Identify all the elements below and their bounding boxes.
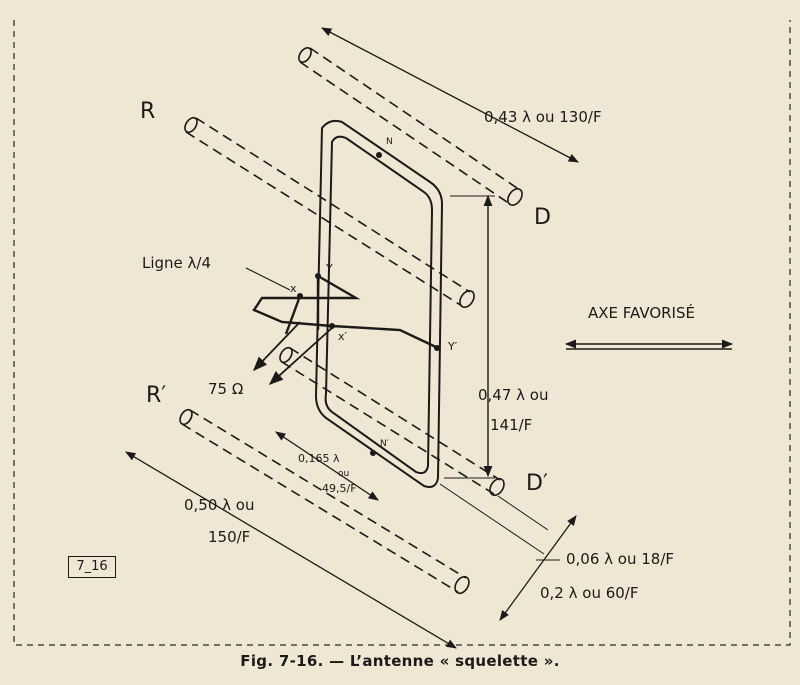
label-r: R	[140, 99, 155, 124]
dim-reflector-length-2: 150/F	[208, 528, 250, 546]
dim-loop-height-2: 141/F	[490, 416, 532, 434]
figure-ref-box: 7_16	[68, 556, 116, 578]
label-y-prime: Y′	[447, 340, 458, 353]
loop-width-arrow	[275, 431, 379, 501]
feed-output	[253, 321, 333, 385]
label-x: x	[290, 282, 297, 295]
dim-loop-width-1: 0,165 λ	[298, 452, 340, 465]
spacing-arrow	[499, 515, 577, 621]
spacing-ext-2	[497, 495, 549, 531]
dim-reflector-length-1: 0,50 λ ou	[184, 496, 255, 514]
label-impedance: 75 Ω	[208, 380, 243, 398]
feed-line	[252, 274, 439, 350]
label-d: D	[534, 205, 551, 230]
junction-points	[297, 152, 440, 456]
reflector-top-pipe	[184, 116, 475, 309]
label-x-prime: x′	[338, 330, 348, 343]
dim-director-spacing: 0,06 λ ou 18/F	[566, 550, 674, 568]
line-label-leader	[245, 267, 291, 291]
skeleton-loop	[314, 119, 444, 488]
label-y: Y	[325, 262, 333, 275]
dim-loop-height-1: 0,47 λ ou	[478, 386, 549, 404]
director-length-arrow	[321, 27, 579, 163]
label-n-prime: N′	[380, 439, 389, 449]
label-n: N	[386, 137, 393, 147]
director-top-pipe	[298, 47, 523, 206]
dim-director-length: 0,43 λ ou 130/F	[484, 108, 602, 126]
director-bottom-pipe	[279, 346, 505, 497]
dim-loop-width-2: ou	[338, 469, 349, 479]
dim-loop-width-3: 49,5/F	[322, 482, 357, 495]
label-axis: AXE FAVORISÉ	[588, 303, 695, 322]
figure-caption: Fig. 7-16. — L’antenne « squelette ».	[240, 652, 560, 670]
dim-reflector-spacing: 0,2 λ ou 60/F	[540, 584, 639, 602]
label-r-prime: R′	[146, 383, 166, 408]
reflector-length-arrow	[125, 451, 457, 649]
label-d-prime: D′	[526, 471, 548, 496]
label-line: Ligne λ/4	[142, 254, 211, 272]
